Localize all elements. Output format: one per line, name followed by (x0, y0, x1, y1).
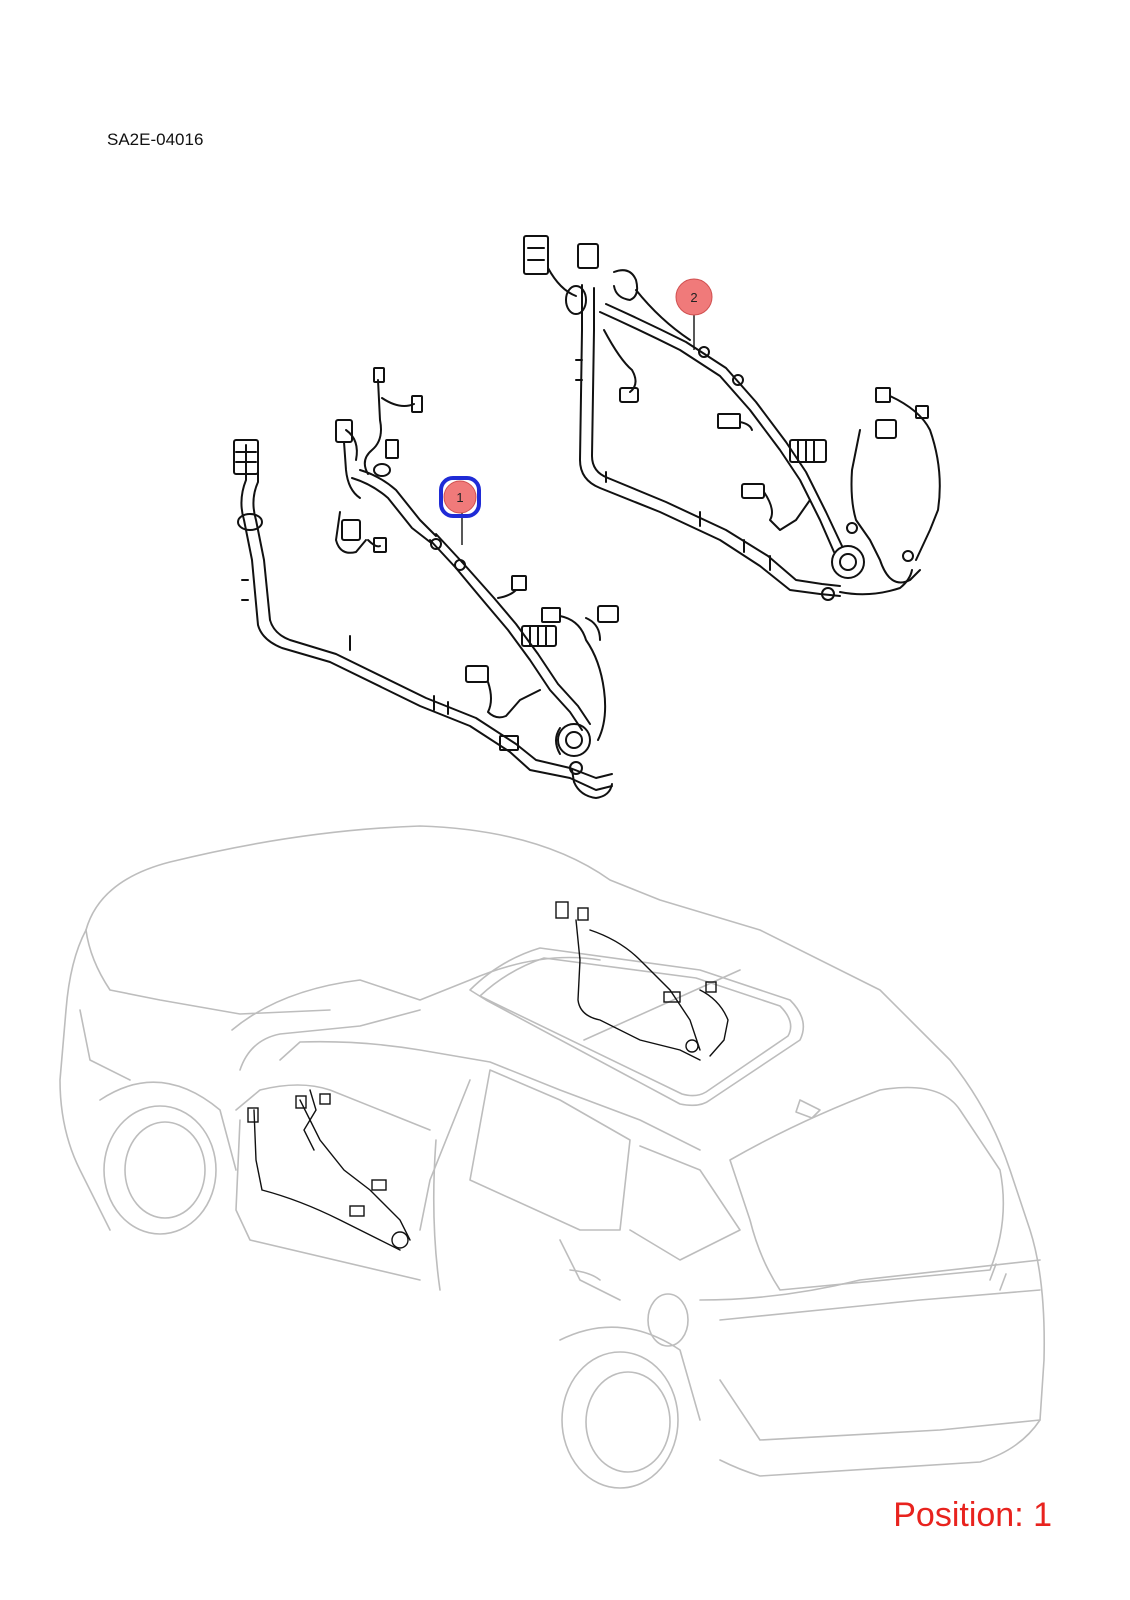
vehicle-outline (59, 825, 1046, 1489)
harness-2-drawing[interactable] (523, 235, 941, 601)
callout-1-selection-outline (439, 476, 481, 518)
callout-1-label: 1 (456, 490, 463, 505)
callout-2[interactable]: 2 (675, 278, 713, 350)
position-indicator: Position: 1 (893, 1496, 1052, 1534)
callout-2-marker (675, 278, 713, 316)
callout-1[interactable]: 1 (439, 476, 481, 545)
callout-1-marker (443, 480, 477, 514)
callout-2-label: 2 (690, 290, 697, 305)
harness-1-drawing[interactable] (233, 367, 619, 799)
vehicle-roof-harness (555, 901, 729, 1061)
vehicle-door-harness (247, 1089, 411, 1251)
diagram-code: SA2E-04016 (107, 130, 204, 149)
